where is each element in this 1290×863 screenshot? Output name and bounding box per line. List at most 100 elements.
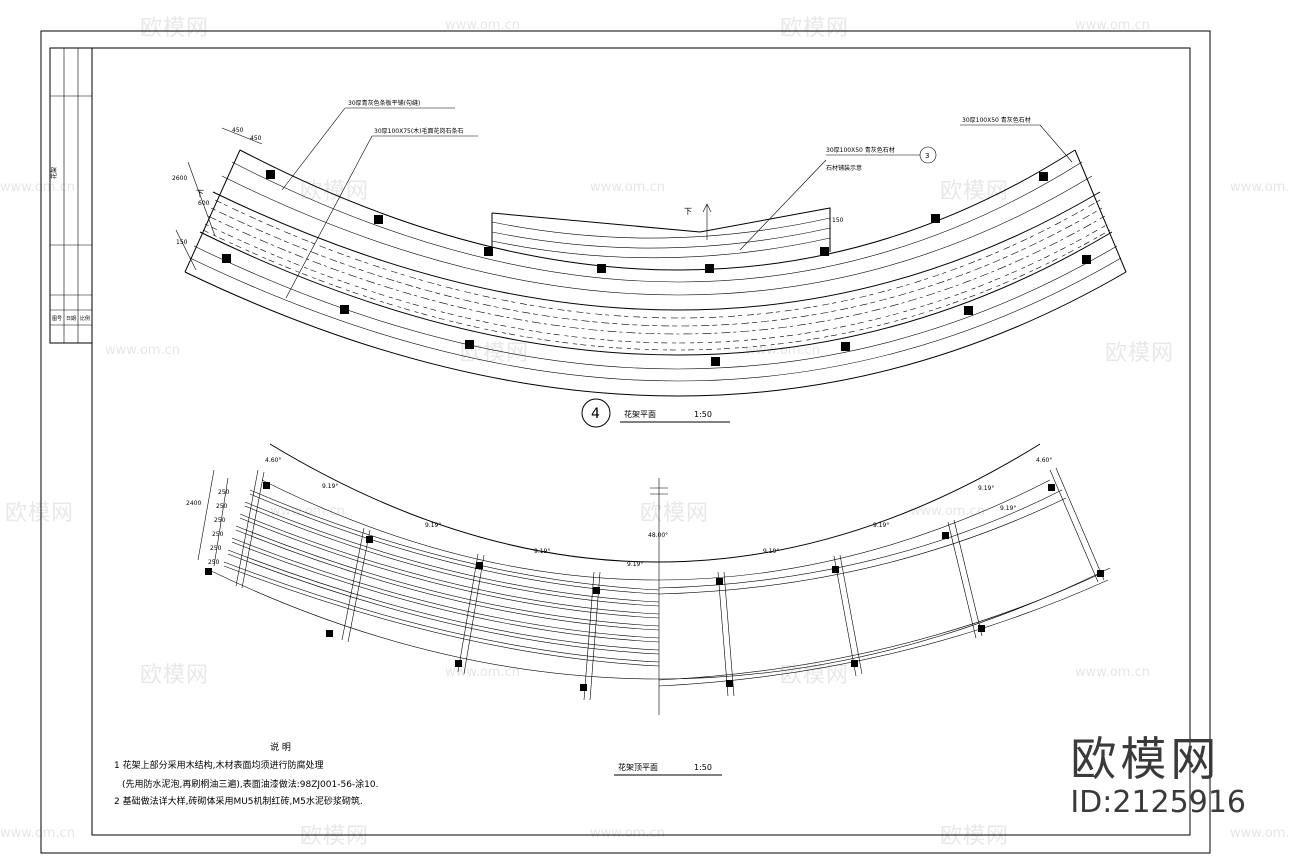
plan-dim: 150: [832, 217, 844, 224]
angle-label: 9.19°: [978, 485, 994, 492]
callout-text: 30厚100X50 青灰色石材: [962, 116, 1031, 124]
plan-dim: 450: [250, 135, 262, 142]
plan-outer-edge: [184, 271, 1127, 397]
notes-line: 2 基础做法详大样,砖砌体采用MU5机制红砖,M5水泥砂浆砌筑.: [114, 795, 363, 807]
watermark-url: www.om.cn: [590, 826, 665, 841]
title-block-text: 花架: [50, 167, 58, 179]
plan-title: 花架平面: [624, 409, 656, 419]
plan-dim: 450: [232, 127, 244, 134]
angle-label: 9.19°: [425, 522, 441, 529]
plan-stone-edge: [199, 231, 1113, 356]
roof-rafters: [235, 467, 1105, 701]
watermark-logo: 欧模网: [1105, 341, 1175, 366]
watermark-url: www.om.cn: [910, 504, 985, 519]
plan-dim: 2600: [172, 175, 187, 182]
plan-beam-line: [231, 161, 1083, 283]
watermark-url: www.om.cn: [445, 18, 520, 33]
watermark-logo: 欧模网: [780, 16, 850, 41]
title-block: 花架 图号 日期 比例: [49, 47, 93, 344]
plan-dim: 150: [176, 239, 188, 246]
roof-dim: 250: [216, 503, 228, 510]
roof-beam: [261, 479, 1051, 581]
plan-view: 450 450 2600 600 150 150 下 下 30厚青灰色条板平铺(…: [172, 99, 1127, 428]
plan-dimensions: 450 450 2600 600 150 150: [172, 127, 844, 271]
watermark-url: www.om.cn: [1230, 826, 1290, 841]
roof-dim: 250: [210, 545, 222, 552]
roof-dim: 2400: [186, 500, 201, 507]
angle-label: 9.19°: [763, 548, 779, 555]
title-block-text: 比例: [80, 315, 90, 322]
watermark-url: www.om.cn: [1075, 665, 1150, 680]
plan-outer-edge: [239, 149, 1076, 271]
plan-stair: [491, 207, 831, 252]
watermark-logo: 欧模网: [300, 179, 370, 204]
plan-callouts: 30厚青灰色条板平铺(勾缝) 30厚100X75(木)毛面花岗石条石 30厚10…: [281, 99, 1073, 299]
plan-scale: 1:50: [694, 410, 712, 419]
roof-dimensions: 2400 250 250 250 250 250 250: [186, 469, 230, 567]
plan-dim: 600: [198, 200, 210, 207]
watermark-url: www.om.cn: [1230, 180, 1290, 195]
watermark-url: www.om.cn: [590, 180, 665, 195]
watermark-logo: 欧模网: [140, 16, 210, 41]
brand-id: ID:2125916: [1070, 785, 1246, 820]
roof-view: 4.60° 9.19° 9.19° 9.19° 9.19° 48.00° 9.1…: [186, 443, 1111, 776]
watermark-url: www.om.cn: [745, 343, 820, 358]
notes-line: 1 花架上部分采用木结构,木材表面均须进行防腐处理: [114, 759, 323, 771]
angle-label: 4.60°: [1036, 457, 1052, 464]
watermark-logo: 欧模网: [5, 501, 75, 526]
watermark-logo: 欧模网: [140, 663, 210, 688]
notes-heading: 说 明: [270, 741, 291, 753]
roof-dim: 250: [212, 531, 224, 538]
roof-dim: 250: [218, 489, 230, 496]
plan-beam-line: [221, 175, 1093, 296]
roof-dim: 250: [208, 559, 220, 566]
callout-text: 30厚100X75(木)毛面花岗石条石: [374, 127, 464, 135]
watermark-url: www.om.cn: [445, 665, 520, 680]
stair-down-label: 下: [684, 207, 692, 216]
watermark-logo: 欧模网: [780, 663, 850, 688]
callout-text: 石材铺装示意: [826, 164, 862, 172]
angle-label: 9.19°: [534, 548, 550, 555]
plan-posts: [222, 170, 1091, 366]
roof-scale: 1:50: [694, 763, 712, 772]
angle-label: 4.60°: [265, 457, 281, 464]
watermark-url: www.om.cn: [0, 180, 75, 195]
plan-stone-paving: [202, 199, 1111, 351]
angle-label: 9.19°: [873, 522, 889, 529]
watermark-logo: 欧模网: [940, 824, 1010, 849]
plan-number-circle: [581, 398, 611, 428]
angle-label: 9.19°: [322, 483, 338, 490]
plan-stone-edge: [212, 191, 1101, 311]
brand-stamp: 欧模网 ID:2125916: [1070, 732, 1246, 820]
stair-down-label: 下: [196, 189, 204, 198]
watermark-url: www.om.cn: [0, 826, 75, 841]
angle-label: 9.19°: [1000, 505, 1016, 512]
plan-beam-line: [189, 257, 1122, 382]
watermark-url: www.om.cn: [270, 504, 345, 519]
roof-title: 花架顶平面: [618, 762, 658, 772]
callout-text: 30厚青灰色条板平铺(勾缝): [348, 99, 420, 107]
inner-frame: [91, 47, 1191, 836]
plan-beam-line: [193, 245, 1118, 370]
outer-frame: [40, 30, 1211, 854]
watermark-url: www.om.cn: [105, 343, 180, 358]
roof-purlins: [223, 489, 660, 667]
roof-joints: [205, 482, 1104, 691]
roof-dim: 250: [214, 517, 226, 524]
title-block-text: 日期: [66, 316, 76, 322]
watermark-logo: 欧模网: [300, 824, 370, 849]
angle-label: 9.19°: [627, 561, 643, 568]
plan-number: 4: [591, 406, 600, 422]
brand-name: 欧模网: [1070, 732, 1221, 786]
angle-label: 48.00°: [648, 532, 668, 539]
roof-outer-arc: [269, 443, 1041, 563]
title-block-text: 图号: [52, 316, 62, 322]
callout-text: 30厚100X50 青灰色石材: [826, 146, 895, 154]
roof-angle-labels: 4.60° 9.19° 9.19° 9.19° 9.19° 48.00° 9.1…: [265, 457, 1052, 568]
notes-block: 说 明 1 花架上部分采用木结构,木材表面均须进行防腐处理 (先用防水泥泡,再刷…: [114, 741, 379, 807]
watermark-logo: 欧模网: [940, 179, 1010, 204]
watermark-url: www.om.cn: [1075, 18, 1150, 33]
section-mark: 3: [925, 152, 929, 160]
watermark-logo: 欧模网: [640, 501, 710, 526]
